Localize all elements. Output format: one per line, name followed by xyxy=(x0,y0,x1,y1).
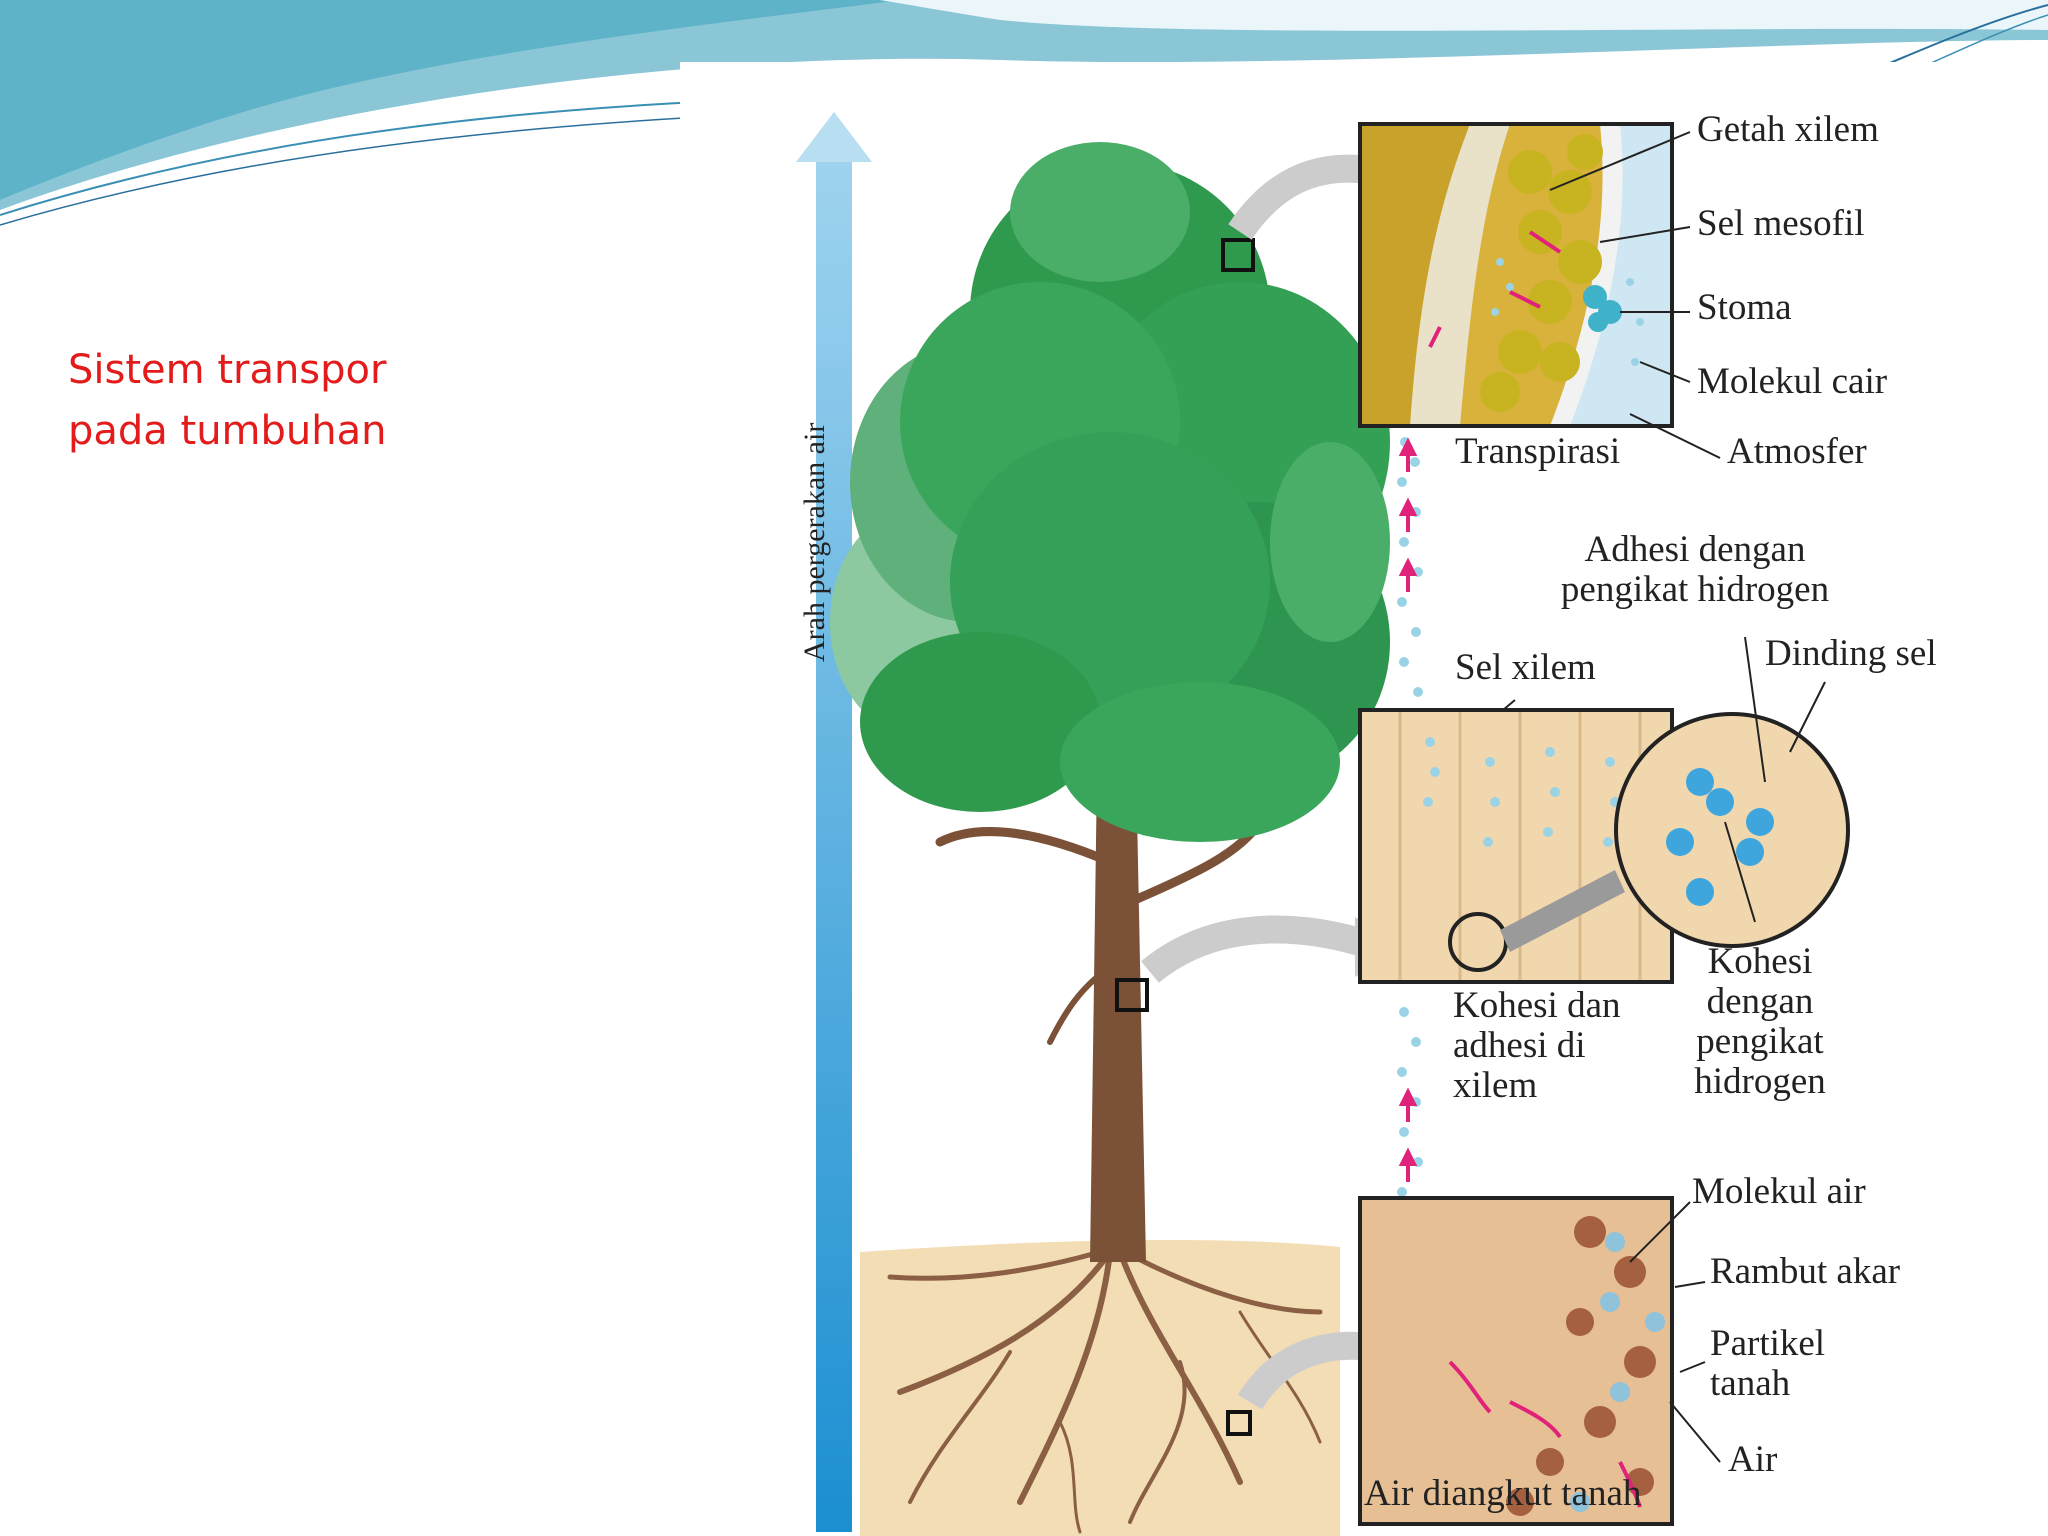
figure-artwork xyxy=(680,62,1996,1536)
label-sel-xilem: Sel xilem xyxy=(1455,647,1596,688)
label-molekul-air: Molekul air xyxy=(1692,1171,1866,1212)
label-kohesi-line-3: pengikat xyxy=(1696,1021,1824,1062)
stem-sample-marker xyxy=(1115,978,1149,1012)
label-partikel-line-1: Partikel xyxy=(1710,1323,1826,1364)
magnified-xylem-wall xyxy=(1614,712,1850,948)
label-transpirasi: Transpirasi xyxy=(1455,431,1621,472)
label-partikel-tanah: Partikel tanah xyxy=(1710,1324,1825,1404)
tree-canopy xyxy=(830,142,1390,842)
xylem-cross-section-inset xyxy=(1358,708,1850,984)
label-atmosfer: Atmosfer xyxy=(1727,431,1867,472)
label-kohadh-line-1: Kohesi dan xyxy=(1453,985,1621,1026)
label-sel-mesofil: Sel mesofil xyxy=(1697,203,1865,244)
water-flow-arrow xyxy=(796,112,872,1532)
leaf-sample-marker xyxy=(1221,238,1255,272)
label-adhesi-line-1: Adhesi dengan xyxy=(1584,529,1806,570)
leaf-cross-section-inset xyxy=(1358,122,1674,428)
water-transport-figure: Arah pergerakan air Getah xilem Sel meso… xyxy=(680,62,1996,1536)
label-adhesi-line-2: pengikat hidrogen xyxy=(1560,569,1830,610)
label-air: Air xyxy=(1728,1439,1778,1480)
label-partikel-line-2: tanah xyxy=(1710,1363,1791,1404)
stem-callout-arrow xyxy=(1141,915,1364,983)
slide-title: Sistem transpor pada tumbuhan xyxy=(68,340,628,462)
label-kohesi-line-1: Kohesi xyxy=(1707,941,1813,982)
root-soil-inset xyxy=(1358,1196,1674,1526)
label-leader-lines xyxy=(1502,131,1826,1463)
label-stoma: Stoma xyxy=(1697,287,1792,328)
label-kohesi-hidrogen: Kohesi dengan pengikat hidrogen xyxy=(1670,942,1850,1102)
flow-arrow-label-text: Arah pergerakan air xyxy=(798,422,831,662)
label-kohadh-line-3: xilem xyxy=(1453,1065,1538,1106)
label-kohesi-line-2: dengan xyxy=(1706,981,1814,1022)
label-air-diangkut-tanah: Air diangkut tanah xyxy=(1364,1473,1642,1514)
label-dinding-sel: Dinding sel xyxy=(1765,633,1937,674)
label-adhesi-hidrogen: Adhesi dengan pengikat hidrogen xyxy=(1530,530,1860,610)
slide-title-line-2: pada tumbuhan xyxy=(68,408,387,454)
label-rambut-akar: Rambut akar xyxy=(1710,1251,1901,1292)
label-getah-xilem: Getah xilem xyxy=(1697,109,1879,150)
root-sample-marker xyxy=(1226,1410,1252,1436)
label-kohesi-line-4: hidrogen xyxy=(1694,1061,1826,1102)
label-kohesi-adhesi-xilem: Kohesi dan adhesi di xilem xyxy=(1453,986,1621,1106)
label-molekul-cair: Molekul cair xyxy=(1697,361,1888,402)
soil-ground xyxy=(860,1240,1340,1536)
slide-title-line-1: Sistem transpor xyxy=(68,347,387,393)
label-kohadh-line-2: adhesi di xyxy=(1453,1025,1586,1066)
root-callout-arrow xyxy=(1237,1331,1372,1410)
